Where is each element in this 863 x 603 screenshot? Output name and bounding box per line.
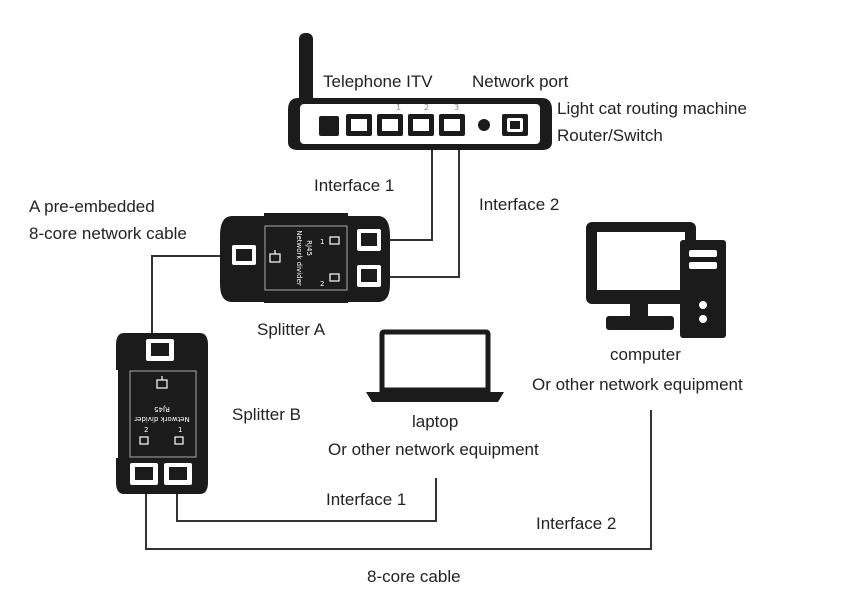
network-icon: [269, 250, 281, 263]
splitter-b-port-2-number: 2: [144, 426, 148, 434]
computer-sub-label: Or other network equipment: [532, 375, 743, 394]
cable-interface-2-bottom: [145, 410, 652, 550]
splitter-a-port-1-number: 1: [320, 238, 324, 246]
splitter-b-label: Splitter B: [232, 405, 301, 424]
pre-embedded-line2: 8-core network cable: [29, 224, 187, 243]
eight-core-cable-label: 8-core cable: [367, 567, 461, 586]
router-name-line2: Router/Switch: [557, 126, 663, 145]
splitter-b-bottom-connector: [116, 458, 208, 494]
bottom-interface-2-label: Interface 2: [536, 514, 617, 533]
network-port-label: Network port: [472, 72, 569, 91]
splitter-a-device-text-2: Network divider: [295, 230, 303, 286]
network-icon: [156, 376, 168, 389]
top-interface-2-label: Interface 2: [479, 195, 560, 214]
cable-interface-1-bottom: [176, 478, 437, 522]
monitor-icon: [586, 222, 696, 330]
cable-pre-embedded: [151, 255, 226, 333]
computer: [586, 222, 726, 338]
cable-interface-1-top: [390, 150, 433, 241]
connection-lines: [145, 150, 652, 550]
splitter-a-port-2-number: 2: [320, 280, 324, 288]
splitter-a: RJ45 Network divider 1 2: [220, 213, 390, 303]
laptop-label: laptop: [412, 412, 459, 431]
tower-icon: [680, 240, 726, 338]
pre-embedded-line1: A pre-embedded: [29, 197, 155, 216]
router: 1 2 3: [288, 33, 552, 150]
cable-interface-2-top: [390, 150, 460, 278]
telephone-port-icon: [319, 116, 339, 136]
computer-label: computer: [610, 345, 681, 364]
port-number-1: 1: [396, 103, 401, 112]
router-name-line1: Light cat routing machine: [557, 99, 747, 118]
laptop-sub-label: Or other network equipment: [328, 440, 539, 459]
laptop-icon: [366, 329, 504, 402]
splitter-a-right-connector: [348, 216, 390, 302]
port-number-3: 3: [454, 103, 459, 112]
splitter-b: RJ45 Network divider 2 1: [116, 333, 208, 494]
top-interface-1-label: Interface 1: [314, 176, 395, 195]
splitter-b-port-1-number: 1: [178, 426, 182, 434]
telephone-itv-label: Telephone ITV: [323, 72, 433, 91]
splitter-b-device-text-1: RJ45: [154, 405, 170, 413]
port-number-2: 2: [424, 103, 429, 112]
bottom-interface-1-label: Interface 1: [326, 490, 407, 509]
splitter-a-device-text-1: RJ45: [305, 240, 313, 256]
reset-button-icon: [478, 119, 490, 131]
splitter-a-label: Splitter A: [257, 320, 326, 339]
splitter-b-device-text-2: Network divider: [134, 415, 190, 423]
